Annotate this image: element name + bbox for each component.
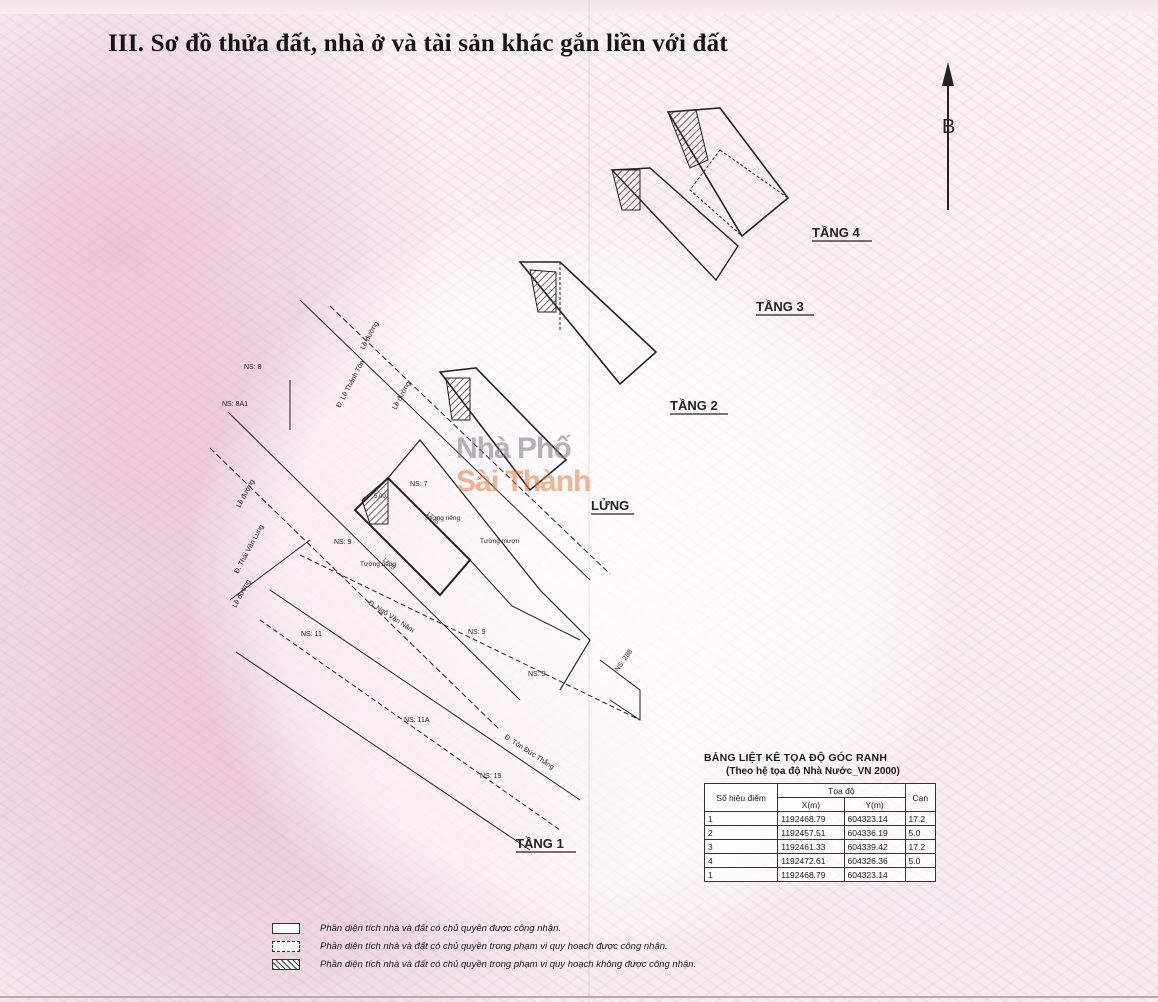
table-row: 2 1192457.51 604336.19 5.0: [703, 825, 937, 840]
col-header-coord: Tọa độ: [777, 783, 906, 798]
floor-4-plan: [610, 107, 790, 282]
cell-length: 17.2: [904, 839, 937, 854]
curb-label-4: Lề đường: [230, 578, 252, 609]
cell-length: 5.0: [904, 825, 937, 840]
legend-text: Phần diện tích nhà và đất có chủ quyền t…: [320, 941, 668, 952]
legend-swatch-hatched: [272, 959, 300, 970]
cell-x: 1192472.61: [777, 853, 845, 868]
watermark-line-2: Sài Thành: [456, 465, 591, 498]
cell-x: 1192457.51: [777, 825, 845, 840]
dimension-label-3: 5.00: [374, 494, 386, 500]
plot-label-ns11a: NS: 11A: [404, 717, 430, 724]
col-header-y: Y(m): [843, 797, 906, 812]
coordinate-table-section: BẢNG LIỆT KÊ TỌA ĐỘ GÓC RANH (Theo hệ tọ…: [703, 752, 944, 882]
cell-y: 604336.19: [843, 825, 906, 840]
legend-text: Phần diện tích nhà và đất có chủ quyền đ…: [320, 923, 561, 934]
north-label: B: [942, 116, 955, 138]
legend-swatch-dashed: [272, 941, 300, 952]
plot-label-ns9-c: NS: 9: [528, 671, 546, 678]
coordinate-table-title: BẢNG LIỆT KÊ TỌA ĐỘ GÓC RANH: [704, 752, 888, 764]
legend-item: Phần diện tích nhà và đất có chủ quyền đ…: [272, 921, 696, 936]
plot-label-ns19: NS: 19: [480, 773, 502, 780]
street-label-ngo-van-nam: Đ. Ngô Văn Năm: [367, 600, 415, 635]
table-row: 1 1192468.79 604323.14: [703, 867, 937, 882]
table-row: 3 1192461.33 604339.42 17.2: [703, 839, 937, 854]
wall-label-borrowed: Tường mượn: [480, 538, 520, 545]
plot-label-ns8a: NS: 8A1: [222, 401, 248, 408]
col-header-length: Cạn: [904, 783, 937, 812]
top-edge: [0, 0, 1158, 14]
street-label-le-thanh-ton: Đ. Lê Thánh Tôn: [336, 359, 367, 409]
floor-2-plan: [438, 367, 568, 492]
cell-id: 3: [703, 839, 779, 854]
cell-y: 604323.14: [843, 867, 906, 882]
legend: Phần diện tích nhà và đất có chủ quyền đ…: [272, 921, 696, 975]
floor-3-label: TẦNG 3: [756, 299, 804, 314]
legend-item: Phần diện tích nhà và đất có chủ quyền t…: [272, 939, 696, 954]
coordinate-table-subtitle: (Theo hệ tọa độ Nhà Nước_VN 2000): [726, 766, 900, 777]
legend-text: Phần diện tích nhà và đất có chủ quyền t…: [320, 959, 697, 970]
curb-label-2: Lề đường: [390, 380, 412, 411]
col-header-x: X(m): [777, 797, 845, 812]
north-arrow-icon: [942, 62, 954, 210]
wall-label-own-1: Tường riêng: [424, 515, 460, 522]
plot-label-ns288: NS: 288: [614, 648, 634, 673]
legend-swatch-solid: [272, 923, 300, 934]
cell-x: 1192461.33: [777, 839, 845, 854]
cell-length: 17.2: [904, 811, 937, 826]
plot-label-ns7: NS: 7: [410, 481, 428, 488]
cell-y: 604339.42: [843, 839, 906, 854]
section-heading: III. Sơ đồ thửa đất, nhà ở và tài sản kh…: [108, 30, 728, 57]
floor-4-label: TẦNG 4: [812, 225, 860, 240]
table-row: 1 1192468.79 604323.14 17.2: [703, 811, 937, 826]
curb-label-1: Lề đường: [358, 320, 380, 351]
cell-id: 2: [703, 825, 779, 840]
plot-label-ns9-a: NS: 9: [334, 539, 352, 546]
plot-label-ns9-b: NS: 9: [468, 629, 486, 636]
cell-id: 1: [703, 867, 779, 882]
cell-length: 5.0: [904, 853, 937, 868]
bottom-border: [0, 996, 1158, 998]
mezzanine-label: LỬNG: [591, 498, 629, 513]
street-label-thai-van-lung: Đ. Thái Văn Lung: [234, 524, 266, 575]
watermark-logo: Nhà Phố Sài Thành: [456, 432, 591, 498]
coordinate-table: Số hiệu điểm Tọa độ Cạn X(m) Y(m) 1 1192…: [703, 783, 937, 882]
floor-2-label: TẦNG 2: [670, 398, 718, 413]
cell-x: 1192468.79: [777, 867, 845, 882]
plot-label-ns8: NS: 8: [244, 364, 262, 371]
cell-x: 1192468.79: [777, 811, 845, 826]
cell-id: 1: [703, 811, 779, 826]
watermark-line-1: Nhà Phố: [456, 432, 572, 465]
cell-id: 4: [703, 853, 779, 868]
floor-1-label: TẦNG 1: [516, 836, 564, 851]
ground-floor-site-plan: [209, 299, 641, 851]
cell-y: 604326.36: [843, 853, 906, 868]
floor-3-plan: [518, 261, 658, 386]
legend-item: Phần diện tích nhà và đất có chủ quyền t…: [272, 957, 696, 972]
wall-label-own-2: Tường riêng: [360, 561, 396, 568]
table-row: 4 1192472.61 604326.36 5.0: [703, 853, 937, 868]
plot-label-ns11: NS: 11: [301, 631, 322, 638]
cell-length: [904, 867, 937, 882]
page-fold: [588, 0, 590, 1002]
col-header-point-id: Số hiệu điểm: [703, 783, 779, 812]
cell-y: 604323.14: [843, 811, 906, 826]
